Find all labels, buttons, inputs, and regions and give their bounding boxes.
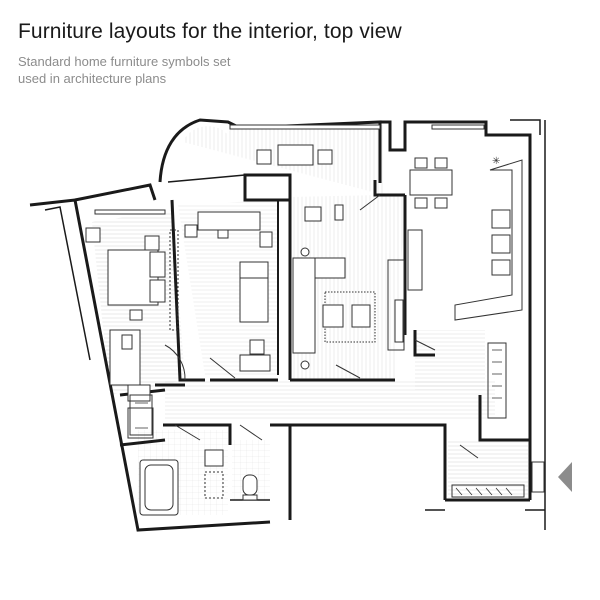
subtitle-line-2: used in architecture plans (18, 71, 167, 86)
study-furniture (184, 211, 273, 372)
sofa (292, 257, 316, 354)
kitchen-furniture: ✳ (407, 124, 523, 321)
triangle-icon (558, 462, 572, 492)
dining-table (277, 144, 314, 166)
closet (487, 342, 507, 419)
study-floor (178, 200, 278, 375)
page-subtitle: Standard home furniture symbols set used… (18, 53, 230, 87)
subtitle-line-1: Standard home furniture symbols set (18, 54, 231, 69)
sparkle-icon: ✳ (492, 156, 500, 167)
coffee-table (322, 304, 344, 328)
toilet (242, 474, 258, 496)
page-title: Furniture layouts for the interior, top … (18, 20, 402, 43)
door-entrance (459, 444, 479, 459)
bedroom-furniture (85, 209, 179, 439)
door-corridor (414, 339, 436, 351)
door-toilet (239, 424, 263, 441)
living-floor (183, 125, 405, 380)
sink (204, 449, 224, 467)
hallway-furniture (451, 342, 545, 498)
door-bedroom (164, 344, 186, 381)
kitchen-table (409, 169, 453, 196)
living-furniture (229, 124, 405, 370)
door-living (335, 364, 361, 379)
doors (164, 194, 479, 459)
shoe-rack (451, 484, 525, 498)
kitchen-counter (454, 159, 523, 321)
door-bath (174, 424, 201, 441)
desk (197, 211, 261, 231)
window-bedroom (94, 209, 166, 215)
entrance-floor (448, 440, 528, 498)
corridor-floor (415, 330, 485, 390)
bathtub (139, 459, 179, 516)
bathroom-furniture (129, 394, 258, 516)
door-kitchen (359, 194, 381, 211)
door-study (209, 357, 236, 379)
walls (29, 118, 546, 532)
